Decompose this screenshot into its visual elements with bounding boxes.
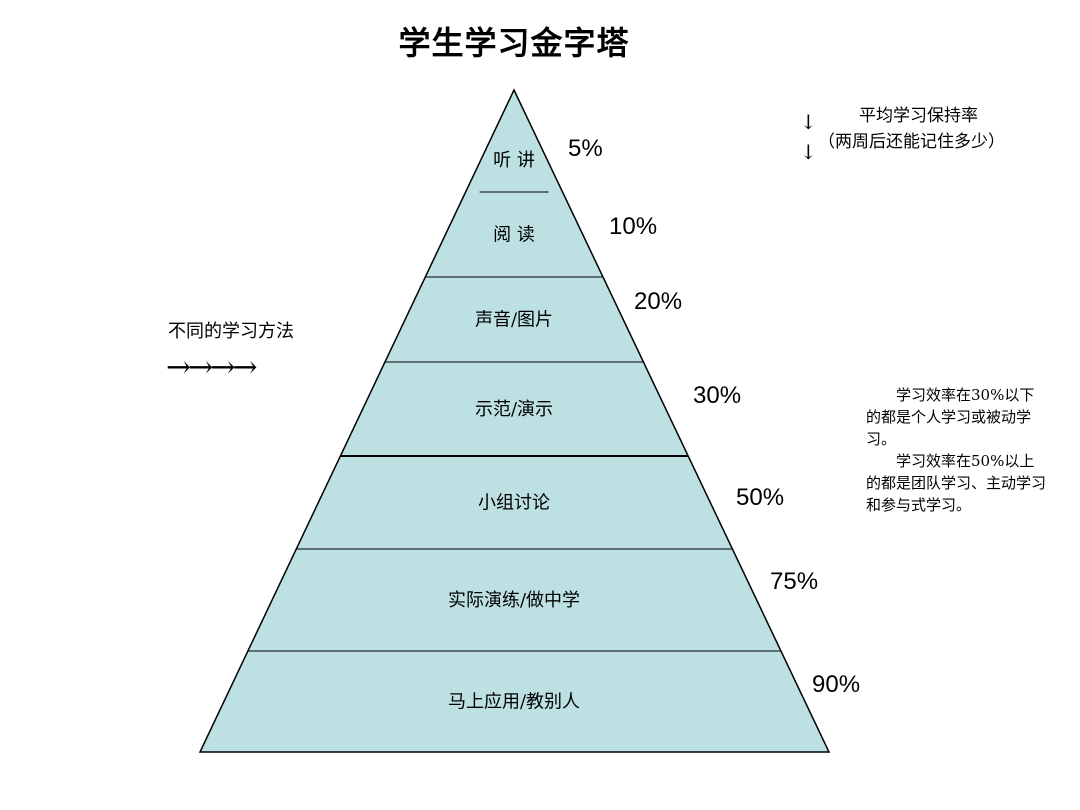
right-arrows-icon: →→→→ — [166, 350, 258, 385]
pyramid-shape — [198, 88, 831, 753]
layer-label: 声音/图片 — [475, 310, 553, 331]
layer-label: 示范/演示 — [475, 399, 553, 420]
efficiency-note-active: 学习效率在50%以上的都是团队学习、主动学习和参与式学习。 — [866, 452, 1047, 514]
efficiency-note-passive: 学习效率在30%以下的都是个人学习或被动学习。 — [866, 386, 1035, 448]
layer-label: 阅 读 — [493, 225, 535, 246]
layer-rate-label: 20% — [634, 288, 682, 315]
layer-rate-label: 30% — [693, 382, 741, 409]
retention-note-subtitle: （两周后还能记住多少） — [818, 132, 1005, 152]
layer-rate-label: 75% — [770, 568, 818, 595]
page-title: 学生学习金字塔 — [398, 24, 630, 62]
efficiency-note: 学习效率在30%以下的都是个人学习或被动学习。 学习效率在50%以上的都是团队学… — [866, 384, 1046, 516]
layer-label: 听 讲 — [493, 150, 535, 171]
layer-rate-label: 10% — [609, 213, 657, 240]
methods-label: 不同的学习方法 — [168, 321, 294, 342]
layer-label: 马上应用/教别人 — [448, 692, 580, 713]
down-arrow-icon: ↓ — [800, 110, 817, 134]
retention-note-title: 平均学习保持率 — [859, 106, 978, 126]
layer-label: 实际演练/做中学 — [448, 590, 580, 611]
layer-label: 小组讨论 — [478, 493, 550, 514]
layer-rate-label: 50% — [736, 484, 784, 511]
down-arrows-icon: ↓ ↓ — [800, 107, 820, 167]
layer-rate-label: 5% — [568, 135, 603, 162]
down-arrow-icon: ↓ — [800, 140, 817, 164]
layer-rate-label: 90% — [812, 671, 860, 698]
